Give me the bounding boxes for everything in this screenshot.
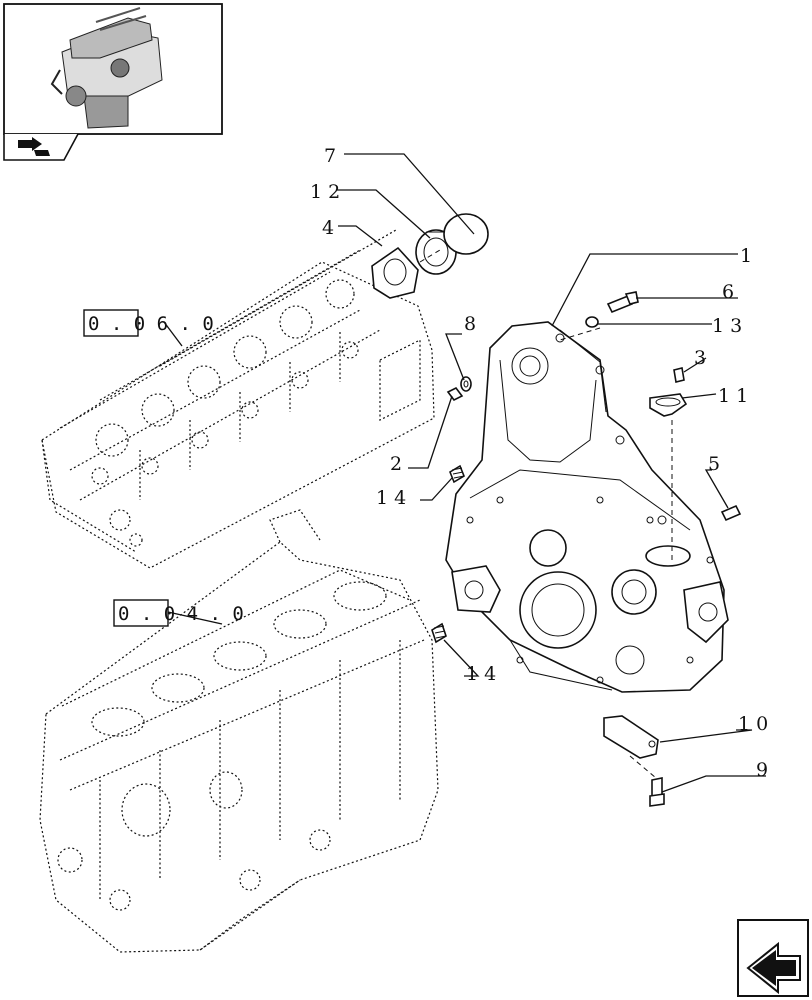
callout-9: 9 — [756, 759, 768, 781]
engine-thumbnail[interactable] — [3, 3, 223, 135]
seal-ring-7[interactable] — [443, 213, 489, 255]
next-page-button[interactable] — [737, 919, 809, 997]
callout-14-lower: 1 4 — [466, 663, 496, 685]
callout-6: 6 — [722, 281, 734, 303]
folder-back-arrow[interactable] — [3, 133, 79, 161]
reference-cylinder-head-text: 0 . 0 6 . 0 — [88, 313, 214, 335]
callout-8: 8 — [464, 313, 476, 335]
callout-10: 1 0 — [738, 713, 768, 735]
reference-crankcase-text: 0 . 0 4 . 0 — [118, 603, 244, 625]
next-page-arrow-icon — [746, 941, 801, 995]
reference-crankcase[interactable]: 0 . 0 4 . 0 — [113, 599, 244, 627]
assembly-axes — [419, 249, 673, 779]
washer-8[interactable] — [460, 376, 472, 392]
callout-labels: 7 1 2 4 1 6 1 3 3 1 1 5 8 2 1 4 1 4 1 0 … — [310, 145, 768, 781]
reference-cylinder-head[interactable]: 0 . 0 6 . 0 — [83, 309, 214, 337]
callout-1: 1 — [740, 245, 752, 267]
callout-7: 7 — [324, 145, 336, 167]
leader-lines — [163, 153, 766, 793]
callout-11: 1 1 — [718, 385, 748, 407]
callout-14-upper: 1 4 — [376, 487, 406, 509]
callout-5: 5 — [708, 453, 720, 475]
plug-14-lower[interactable] — [431, 622, 447, 644]
washer-13[interactable] — [585, 316, 599, 328]
bolt-9[interactable] — [649, 777, 665, 807]
gear-housing[interactable] — [445, 321, 729, 693]
cylinder-head-ghost — [41, 229, 435, 569]
cover-plate-10[interactable] — [603, 715, 659, 759]
callout-13: 1 3 — [712, 315, 742, 337]
folder-back-arrow-icon — [18, 137, 50, 156]
callout-3: 3 — [694, 347, 706, 369]
screw-3[interactable] — [673, 367, 685, 383]
sensor-11[interactable] — [649, 393, 688, 417]
bolt-5[interactable] — [720, 504, 742, 522]
gasket-4[interactable] — [371, 246, 419, 299]
plug-14-upper[interactable] — [449, 464, 465, 484]
callout-4: 4 — [322, 217, 334, 239]
crankcase-ghost — [39, 509, 439, 953]
screw-2[interactable] — [446, 386, 464, 402]
callout-12: 1 2 — [310, 181, 340, 203]
callout-2: 2 — [390, 453, 402, 475]
engine-thumbnail-icon — [50, 7, 163, 129]
bolt-6[interactable] — [606, 291, 639, 314]
